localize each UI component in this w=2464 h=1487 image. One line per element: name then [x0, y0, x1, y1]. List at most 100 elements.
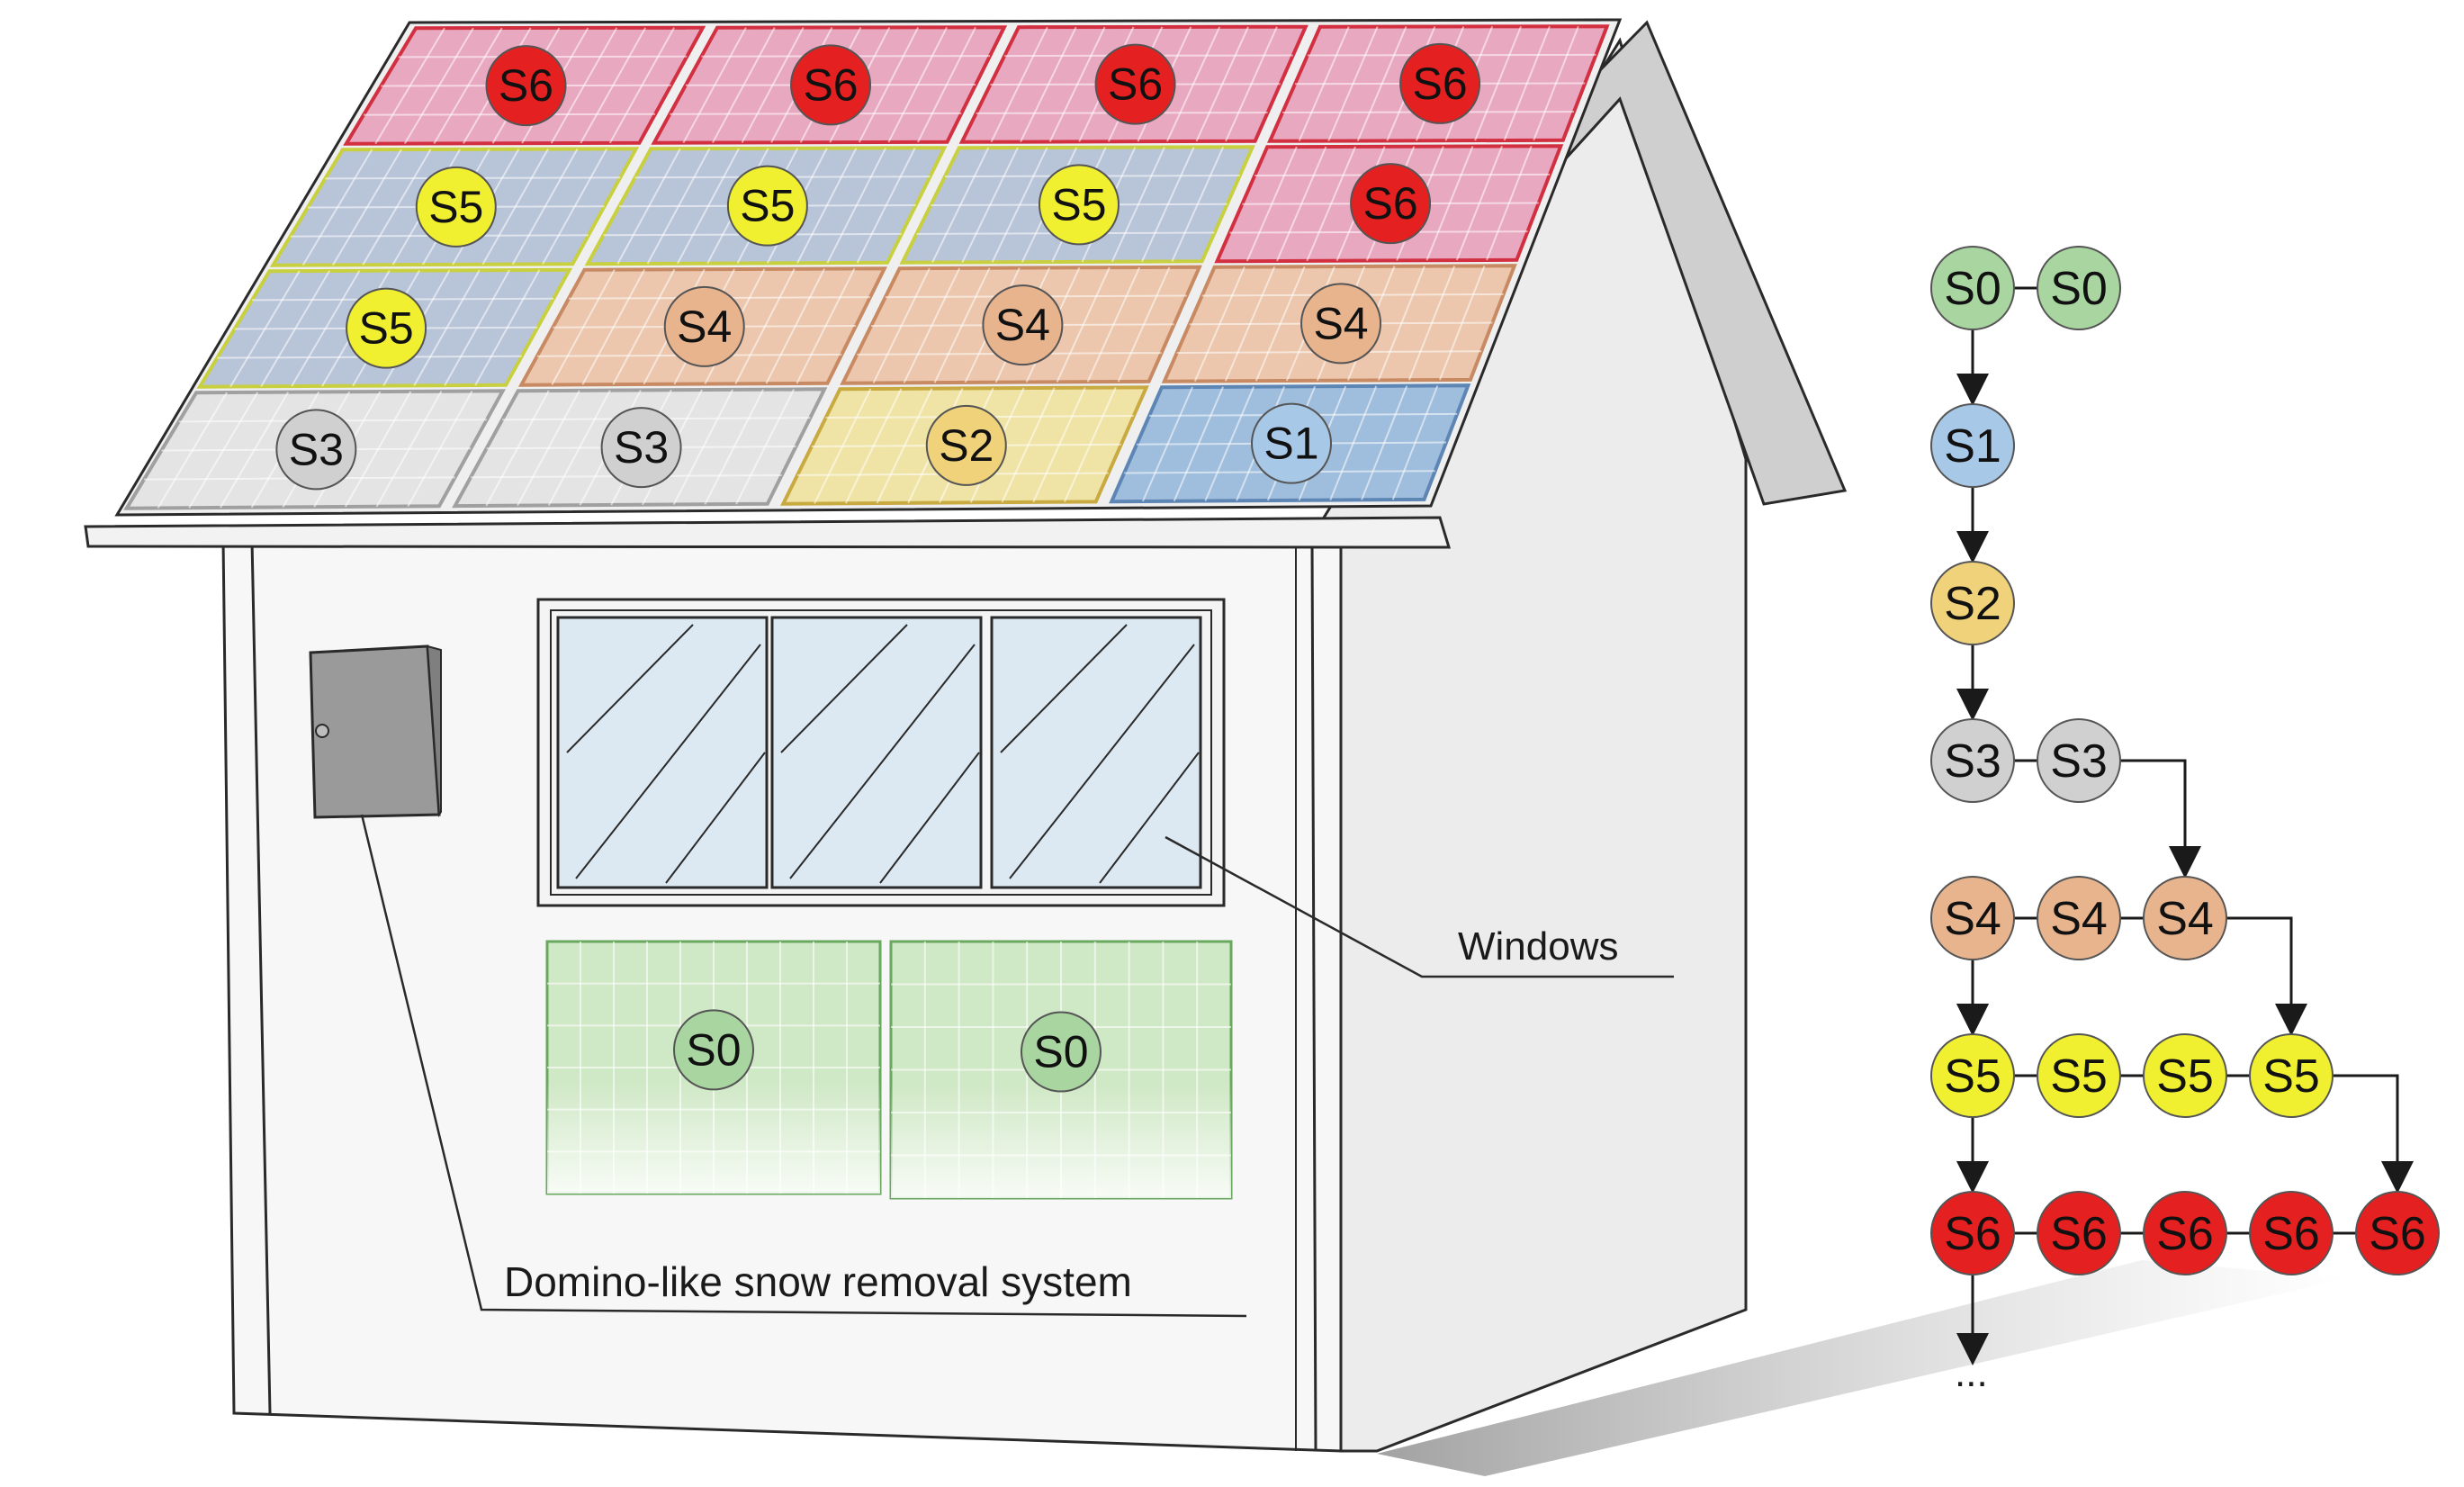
- sequence-node-label: S0: [1944, 263, 2001, 315]
- stage-label: S3: [614, 422, 669, 473]
- sequence-node-label: S4: [1944, 893, 2001, 945]
- stage-label: S6: [1362, 178, 1417, 229]
- stage-marker: [790, 44, 872, 126]
- wall-panel: S0: [889, 940, 1233, 1200]
- sequence-node-label: S0: [2050, 263, 2108, 315]
- stage-marker: [485, 45, 567, 127]
- roof-panel: S6: [1267, 24, 1610, 143]
- roof-panel: S5: [196, 267, 573, 389]
- stage-marker: [925, 404, 1007, 486]
- stage-label: S4: [1313, 298, 1368, 348]
- sequence-node: S2: [1930, 561, 2015, 645]
- roof-panel: S6: [958, 24, 1308, 144]
- leader-lines: [360, 814, 1674, 1318]
- stage-marker: [673, 1009, 754, 1091]
- sequence-node-label: S6: [2262, 1208, 2320, 1260]
- sequence-node: S1: [1930, 403, 2015, 488]
- wall-panel: S0: [545, 940, 882, 1195]
- sequence-node: S3: [1930, 718, 2015, 803]
- stage-marker: [1350, 163, 1432, 245]
- roof-panel: S6: [343, 25, 706, 146]
- sequence-node-label: S6: [1944, 1208, 2001, 1260]
- stage-marker: [346, 287, 427, 369]
- window-pane: [770, 616, 983, 889]
- sequence-node: S6: [2355, 1191, 2440, 1275]
- stage-label: S5: [358, 303, 413, 354]
- stage-label: S4: [995, 300, 1050, 350]
- roof-panel: S4: [517, 266, 888, 387]
- roof-panel: S3: [452, 387, 828, 509]
- roof-panel: S3: [123, 389, 506, 510]
- sequence-node-label: S6: [2156, 1208, 2214, 1260]
- sequence-node: S4: [2143, 876, 2227, 960]
- sequence-node-label: S6: [2369, 1208, 2426, 1260]
- sequence-node-label: S5: [2156, 1050, 2214, 1103]
- stage-label: S0: [1033, 1027, 1088, 1077]
- stage-label: S1: [1263, 419, 1318, 469]
- stage-label: S4: [677, 302, 732, 352]
- sequence-node: S4: [2037, 876, 2121, 960]
- sequence-node-label: S3: [1944, 735, 2001, 788]
- stage-marker: [1399, 42, 1481, 124]
- stage-marker: [1094, 43, 1176, 125]
- sequence-node: S5: [2143, 1033, 2227, 1118]
- roof-panel: S4: [840, 265, 1202, 385]
- sequence-node-label: S5: [2262, 1050, 2320, 1103]
- stage-marker: [982, 284, 1064, 366]
- stage-marker: [1251, 402, 1333, 484]
- stage-label: S6: [1108, 59, 1163, 110]
- control-box: [309, 644, 442, 819]
- roof-panel: S2: [780, 385, 1149, 506]
- sequence-node-label: S5: [1944, 1050, 2001, 1103]
- stage-label: S3: [289, 424, 344, 474]
- sequence-node: S3: [2037, 718, 2121, 803]
- stage-label: S5: [1051, 179, 1106, 230]
- sequence-node: S6: [2143, 1191, 2227, 1275]
- sequence-node: S5: [2037, 1033, 2121, 1118]
- sequence-node-label: S2: [1944, 578, 2001, 630]
- roof-panel: S6: [1214, 144, 1564, 264]
- stage-marker: [415, 166, 497, 248]
- windows: [536, 598, 1226, 907]
- roof-panel: S1: [1109, 383, 1471, 504]
- sequence-node-label: S1: [1944, 420, 2001, 473]
- sequence-node-label: S4: [2156, 893, 2214, 945]
- stage-label: S5: [428, 182, 483, 232]
- sequence-ellipsis: ...: [1955, 1351, 1988, 1395]
- roof-panel: S4: [1161, 264, 1517, 383]
- roof-panel: S5: [584, 146, 948, 266]
- sequence-node: S6: [2249, 1191, 2334, 1275]
- stage-marker: [663, 285, 745, 367]
- sequence-node: S0: [1930, 246, 2015, 330]
- sequence-node-label: S4: [2050, 893, 2108, 945]
- stage-marker: [600, 407, 682, 489]
- sequence-node: S6: [1930, 1191, 2015, 1275]
- sequence-node: S5: [2249, 1033, 2334, 1118]
- ground-shadow: [1377, 1260, 2349, 1476]
- stage-marker: [1021, 1011, 1102, 1093]
- system-label: Domino-like snow removal system: [504, 1258, 1132, 1305]
- sequence-node: S4: [1930, 876, 2015, 960]
- sequence-node-label: S6: [2050, 1208, 2108, 1260]
- stage-marker: [726, 165, 808, 247]
- stage-marker: [1300, 283, 1382, 365]
- stage-label: S6: [803, 59, 858, 110]
- sequence-node-label: S3: [2050, 735, 2108, 788]
- sequence-node: S5: [1930, 1033, 2015, 1118]
- roof-panel: S5: [899, 145, 1255, 265]
- stage-label: S6: [1413, 59, 1468, 109]
- stage-label: S6: [499, 60, 553, 111]
- stage-label: S2: [939, 420, 994, 471]
- stage-marker: [275, 409, 357, 491]
- windows-label: Windows: [1458, 924, 1619, 969]
- wall-panels: S0 S0: [545, 940, 1233, 1200]
- stage-label: S0: [686, 1024, 741, 1075]
- window-pane: [990, 616, 1202, 889]
- roof-panel: S5: [269, 147, 640, 267]
- window-pane: [556, 616, 769, 889]
- sequence-node: S0: [2037, 246, 2121, 330]
- roof-eave: [84, 516, 1452, 549]
